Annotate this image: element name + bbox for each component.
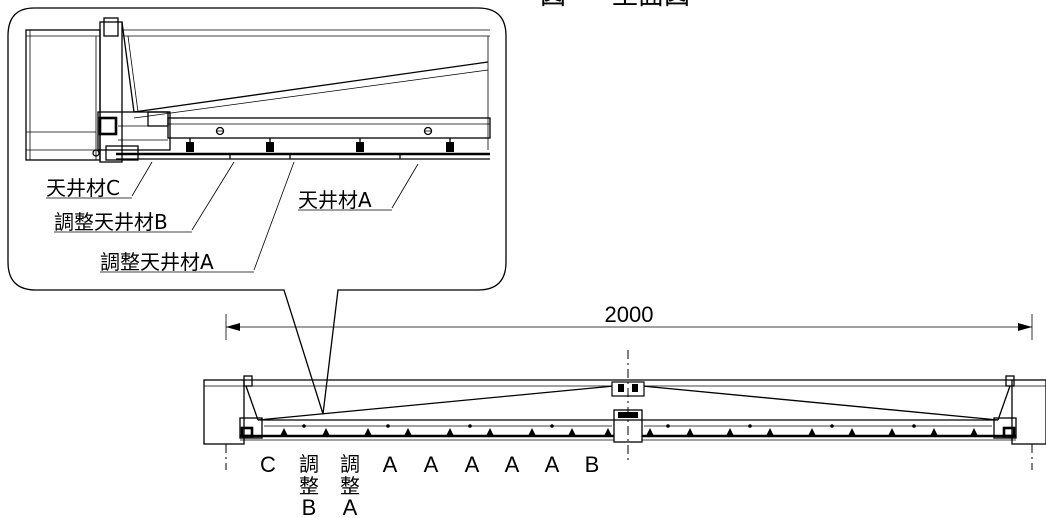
panel-label-a2: A <box>424 452 439 477</box>
dimension-2000: 2000 <box>225 302 1033 340</box>
panel-label-adj-a-1: 調 <box>340 452 360 476</box>
panel-label-a3: A <box>465 452 480 477</box>
panel-label-adj-a-2: 整 <box>340 474 360 498</box>
detail-callout: 天井材C 調整天井材B 調整天井材A 天井材A <box>7 7 507 415</box>
panel-labels: C 調 整 B 調 整 A A A A A A B <box>260 452 599 518</box>
label-ceiling-a: 天井材A <box>298 188 372 212</box>
panel-label-adj-b-3: B <box>302 495 317 518</box>
panel-label-a4: A <box>505 452 520 477</box>
label-adjust-ceiling-a: 調整天井材A <box>100 250 214 274</box>
panel-label-adj-a-3: A <box>343 495 358 518</box>
ceiling-panels-detail <box>116 138 490 160</box>
panel-label-adj-b-2: 整 <box>299 474 319 498</box>
main-elevation <box>203 350 1046 470</box>
figure-header-right: 王面図 <box>612 0 690 11</box>
panel-label-c: C <box>260 452 276 477</box>
panel-label-b: B <box>585 452 600 477</box>
frame-column-detail <box>25 17 490 163</box>
panel-label-adj-b-1: 調 <box>299 452 319 476</box>
figure-header-left: 図 <box>540 0 566 11</box>
panel-label-a5: A <box>545 452 560 477</box>
panel-label-a1: A <box>383 452 398 477</box>
callout-leaders <box>46 161 419 273</box>
label-adjust-ceiling-b: 調整天井材B <box>54 210 168 234</box>
label-ceiling-c: 天井材C <box>46 176 120 200</box>
dimension-value: 2000 <box>605 302 654 327</box>
ceiling-rail-detail <box>167 117 491 139</box>
